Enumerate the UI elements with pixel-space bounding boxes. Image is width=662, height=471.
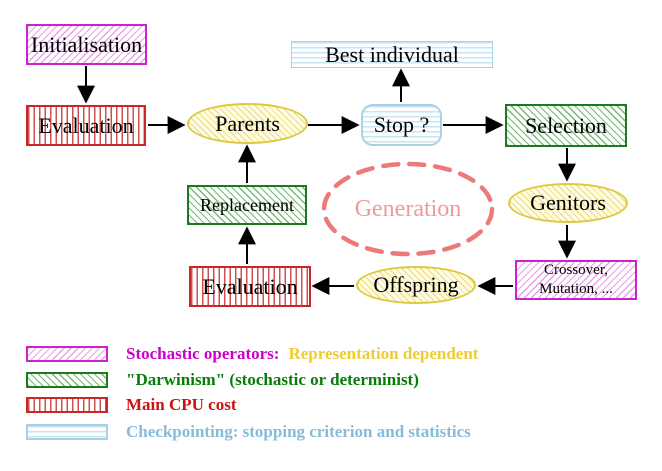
legend-swatch-magenta-hatch	[26, 346, 108, 362]
node-best-individual-label: Best individual	[325, 41, 459, 67]
legend-label-representation-dependent: Representation dependent	[288, 344, 479, 363]
node-crossover-mutation: Crossover, Mutation, ...	[515, 260, 637, 300]
legend-label-stochastic-operators: Stochastic operators:	[126, 344, 280, 363]
node-generation-label: Generation	[354, 195, 462, 222]
legend-label-main-cpu-cost: Main CPU cost	[126, 395, 237, 414]
node-genitors: Genitors	[508, 183, 628, 223]
node-evaluation-top: Evaluation	[26, 105, 146, 146]
node-replacement-label: Replacement	[200, 194, 294, 215]
node-evaluation-bottom: Evaluation	[189, 266, 311, 307]
legend-row-stochastic: Stochastic operators: Representation dep…	[26, 344, 479, 363]
legend-swatch-red-stripes	[26, 397, 108, 413]
node-evaluation-bottom-label: Evaluation	[202, 273, 298, 299]
node-selection-label: Selection	[525, 112, 607, 138]
node-evaluation-top-label: Evaluation	[38, 112, 134, 138]
node-offspring-label: Offspring	[373, 272, 459, 297]
legend-swatch-cyan-stripes	[26, 424, 108, 440]
legend-row-checkpointing: Checkpointing: stopping criterion and st…	[26, 422, 471, 441]
node-stop: Stop ?	[361, 104, 442, 146]
node-generation: Generation	[323, 163, 493, 255]
legend-row-cpu-cost: Main CPU cost	[26, 395, 237, 414]
node-best-individual: Best individual	[291, 41, 493, 68]
node-genitors-label: Genitors	[530, 190, 606, 215]
node-parents-label: Parents	[215, 110, 280, 136]
legend-label-darwinism: "Darwinism" (stochastic or determinist)	[126, 370, 419, 389]
node-selection: Selection	[505, 104, 627, 147]
legend-row-darwinism: "Darwinism" (stochastic or determinist)	[26, 370, 419, 389]
legend-swatch-green-hatch	[26, 372, 108, 388]
node-parents: Parents	[187, 103, 308, 144]
node-initialisation: Initialisation	[26, 24, 147, 65]
node-crossover-line1: Crossover,	[544, 262, 608, 279]
node-offspring: Offspring	[356, 266, 476, 304]
node-replacement: Replacement	[187, 185, 307, 225]
node-stop-label: Stop ?	[373, 112, 430, 137]
legend-label-checkpointing: Checkpointing: stopping criterion and st…	[126, 422, 471, 441]
node-initialisation-label: Initialisation	[30, 31, 143, 57]
node-crossover-line2: Mutation, ...	[539, 281, 613, 297]
